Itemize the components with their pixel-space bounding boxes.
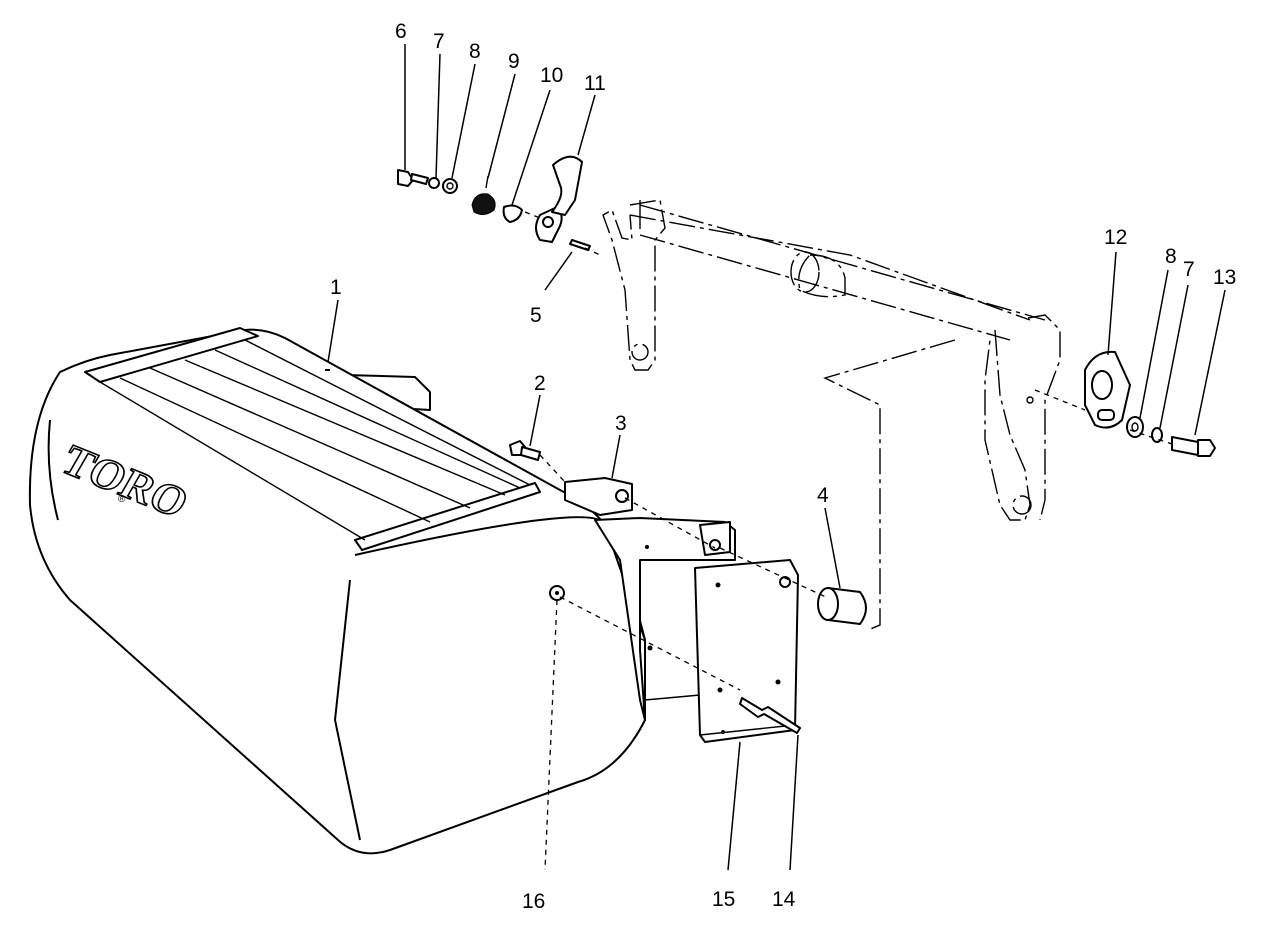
callout-10: 10: [540, 64, 563, 87]
leader-lines: [327, 44, 1226, 871]
callout-8: 8: [469, 40, 481, 63]
phantom-frame: [602, 199, 1061, 631]
callout-2: 2: [534, 372, 546, 395]
callout-3: 3: [615, 412, 627, 435]
callout-4: 4: [817, 484, 829, 507]
callout-13: 13: [1213, 266, 1236, 289]
callout-12: 12: [1104, 226, 1127, 249]
callout-6: 6: [395, 20, 407, 43]
callout-7-right: 7: [1183, 258, 1195, 281]
bolt: [509, 440, 541, 461]
cover-plate: [694, 559, 799, 743]
callout-5: 5: [530, 304, 542, 327]
callout-labels: 6 7 8 9 10 11 5 1 2 3 4 12 8 7 13 16 15 …: [330, 20, 1236, 913]
callout-14: 14: [772, 888, 796, 911]
right-hardware: [1084, 350, 1216, 457]
callout-8-right: 8: [1165, 245, 1177, 268]
callout-15: 15: [712, 888, 735, 911]
callout-11: 11: [584, 72, 606, 95]
svg-text:®: ®: [118, 494, 126, 505]
callout-9: 9: [508, 50, 520, 73]
callout-1: 1: [330, 276, 342, 299]
callout-7: 7: [433, 30, 445, 53]
left-hardware: [397, 155, 591, 251]
cotter-pin: [739, 697, 801, 734]
callout-16: 16: [522, 890, 545, 913]
bushing: [817, 587, 867, 625]
explode-lines: [524, 211, 1173, 691]
grass-catcher-body: TORO ®: [28, 327, 736, 855]
